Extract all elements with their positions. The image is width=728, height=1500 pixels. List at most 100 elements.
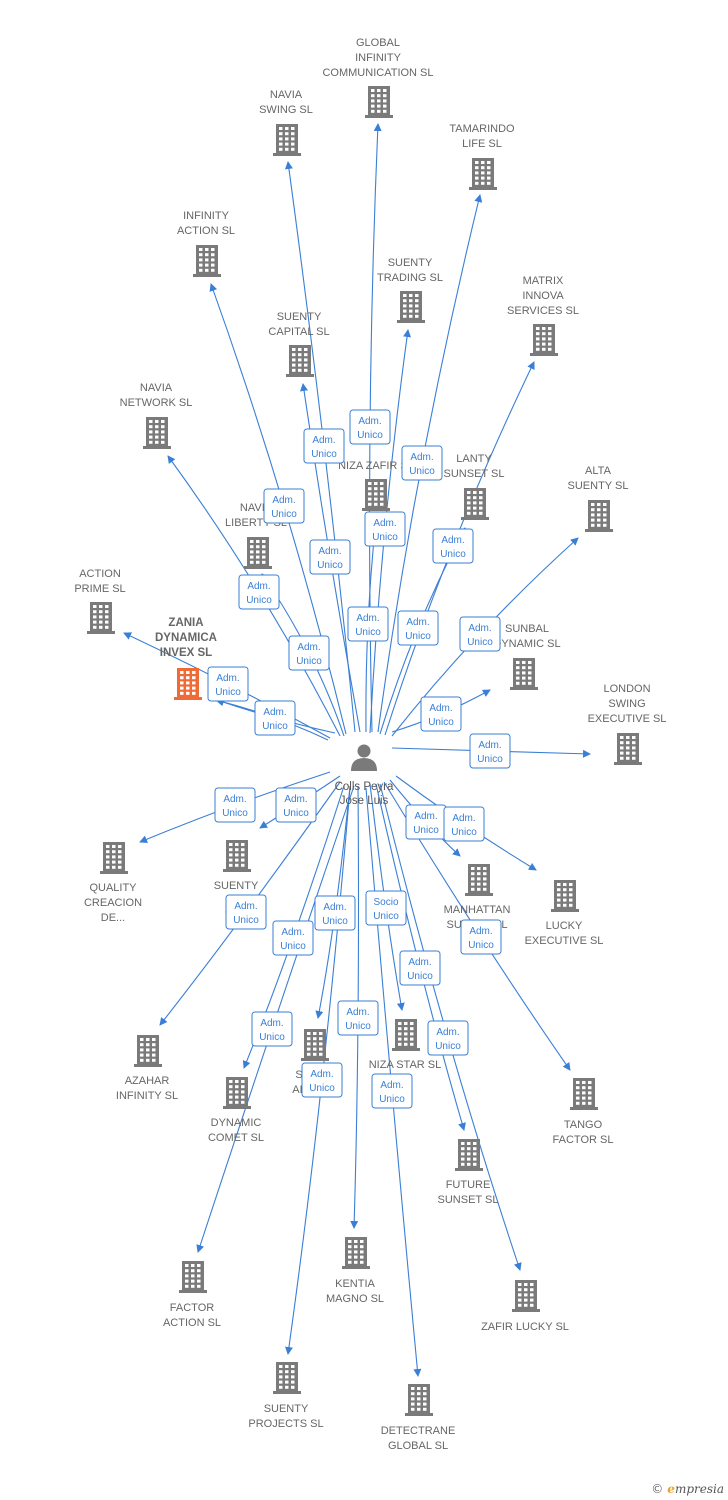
building-icon [365, 86, 393, 118]
relation-badge-box [251, 1011, 293, 1047]
company-label: NETWORK SL [120, 397, 193, 409]
building-icon [87, 602, 115, 634]
relation-badge[interactable]: Adm.Unico [303, 428, 345, 464]
relation-badge[interactable]: Adm.Unico [238, 574, 280, 610]
building-icon [362, 479, 390, 511]
company-label: ACTION SL [163, 1317, 221, 1329]
building-icon [286, 345, 314, 377]
relation-badge-text: Unico [440, 549, 466, 560]
relation-badge-text: Adm. [373, 518, 396, 529]
company-label: SERVICES SL [507, 305, 579, 317]
relation-badge[interactable]: Adm.Unico [459, 616, 501, 652]
relation-badge[interactable]: Adm.Unico [272, 920, 314, 956]
relation-badge-box [225, 894, 267, 930]
building-icon [273, 124, 301, 156]
copyright-symbol: © [651, 1482, 664, 1496]
relation-badge[interactable]: Adm.Unico [443, 806, 485, 842]
relation-badge[interactable]: Adm.Unico [225, 894, 267, 930]
relation-badge-text: Unico [280, 941, 306, 952]
relation-badge-text: Unico [357, 430, 383, 441]
relation-badge[interactable]: Adm.Unico [420, 696, 462, 732]
relation-badge-box [275, 787, 317, 823]
relation-badge[interactable]: Adm.Unico [214, 787, 256, 823]
relation-badge[interactable]: Adm.Unico [254, 700, 296, 736]
relation-badge[interactable]: Adm.Unico [251, 1011, 293, 1047]
company-node-niza-star[interactable]: NIZA STAR SL [369, 1019, 442, 1071]
company-node-s-al[interactable]: SAL [292, 1029, 329, 1096]
relation-badge[interactable]: Adm.Unico [397, 610, 439, 646]
building-icon [100, 842, 128, 874]
relation-badge-text: Unico [262, 721, 288, 732]
company-node-niza-zafir[interactable]: NIZA ZAFIR SL [338, 460, 414, 511]
relation-badge[interactable]: Adm.Unico [263, 488, 305, 524]
relation-badge[interactable]: Adm.Unico [405, 804, 447, 840]
relation-badge-text: Unico [271, 509, 297, 520]
relation-badge[interactable]: Adm.Unico [309, 539, 351, 575]
person-name: Colls Peyra [335, 781, 394, 793]
relation-badge-text: Adm. [297, 642, 320, 653]
relation-badge-box [207, 666, 249, 702]
relation-badge-text: Unico [355, 627, 381, 638]
relation-badge-box [397, 610, 439, 646]
relation-badge[interactable]: Adm.Unico [371, 1073, 413, 1109]
relation-badge[interactable]: Adm.Unico [301, 1062, 343, 1098]
relation-badge-text: Adm. [216, 673, 239, 684]
relation-badge[interactable]: Adm.Unico [314, 895, 356, 931]
company-label: SUENTY [388, 257, 433, 269]
company-label: GLOBAL [356, 37, 400, 49]
building-icon [570, 1078, 598, 1110]
relation-badge-text: Unico [233, 915, 259, 926]
relation-badge[interactable]: Adm.Unico [349, 409, 391, 445]
relation-badge-text: Unico [407, 971, 433, 982]
relation-badge-text: Unico [283, 808, 309, 819]
relation-badge-box [303, 428, 345, 464]
relation-badge-text: Adm. [478, 740, 501, 751]
relation-badge[interactable]: Adm.Unico [401, 445, 443, 481]
company-node-quality-creacion[interactable]: QUALITYCREACIONDE... [84, 842, 142, 924]
building-icon [397, 291, 425, 323]
company-label: SUENTY [264, 1403, 309, 1415]
relation-badge[interactable]: Adm.Unico [469, 733, 511, 769]
relation-badge[interactable]: Adm.Unico [288, 635, 330, 671]
empresia-logo[interactable]: ©empresia [651, 1482, 724, 1496]
relation-badge[interactable]: Adm.Unico [460, 919, 502, 955]
relation-badge[interactable]: Adm.Unico [427, 1020, 469, 1056]
relation-badge[interactable]: Adm.Unico [337, 1000, 379, 1036]
relation-badge[interactable]: Adm.Unico [347, 606, 389, 642]
company-node-zafir-lucky[interactable]: ZAFIR LUCKY SL [481, 1280, 569, 1333]
relation-badge[interactable]: Adm.Unico [207, 666, 249, 702]
company-label: KENTIA [335, 1278, 375, 1290]
relation-badge[interactable]: Adm.Unico [275, 787, 317, 823]
relation-badge-text: Adm. [414, 811, 437, 822]
relation-badge[interactable]: Adm.Unico [364, 511, 406, 547]
company-label: ACTION [79, 568, 121, 580]
relation-badge[interactable]: Adm.Unico [432, 528, 474, 564]
company-label: DETECTRANE [381, 1425, 456, 1437]
relation-badge[interactable]: Adm.Unico [399, 950, 441, 986]
